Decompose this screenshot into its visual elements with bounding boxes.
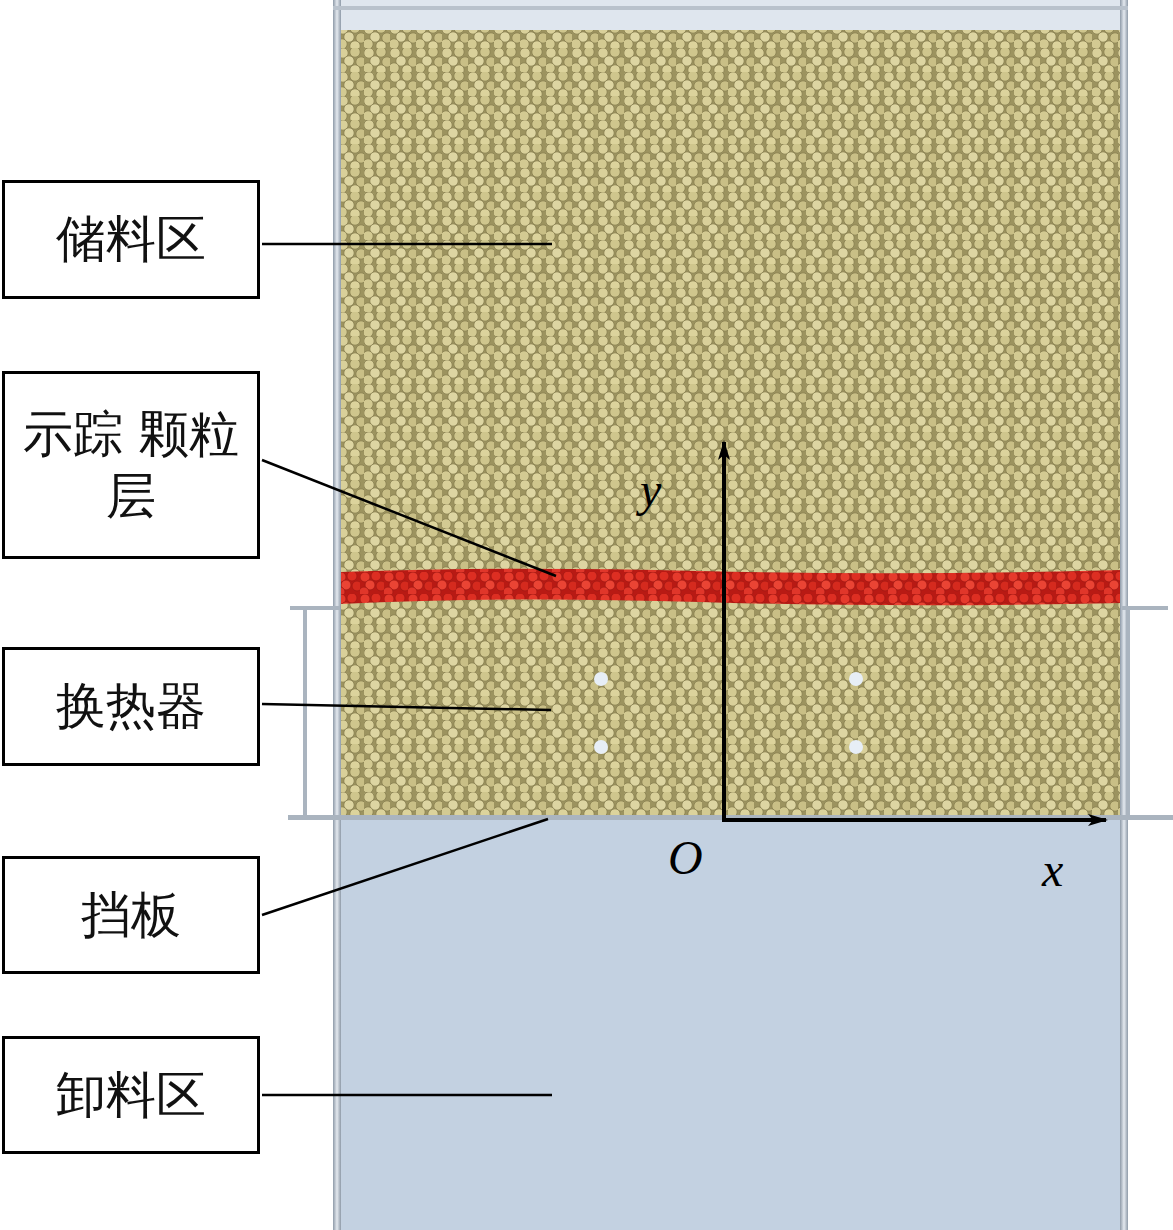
label-box: 挡板 <box>2 856 260 974</box>
label-box: 换热器 <box>2 647 260 766</box>
label-box: 储料区 <box>2 180 260 299</box>
region-label: 示踪 颗粒层 <box>19 403 243 528</box>
region-label: 卸料区 <box>56 1064 206 1127</box>
region-label: 换热器 <box>56 675 206 738</box>
label-box: 卸料区 <box>2 1036 260 1154</box>
region-label: 挡板 <box>81 884 181 947</box>
label-box: 示踪 颗粒层 <box>2 371 260 559</box>
axis-label: O <box>668 834 703 882</box>
axis-label: y <box>640 466 661 514</box>
axis-label: x <box>1042 846 1063 894</box>
region-label: 储料区 <box>56 208 206 271</box>
